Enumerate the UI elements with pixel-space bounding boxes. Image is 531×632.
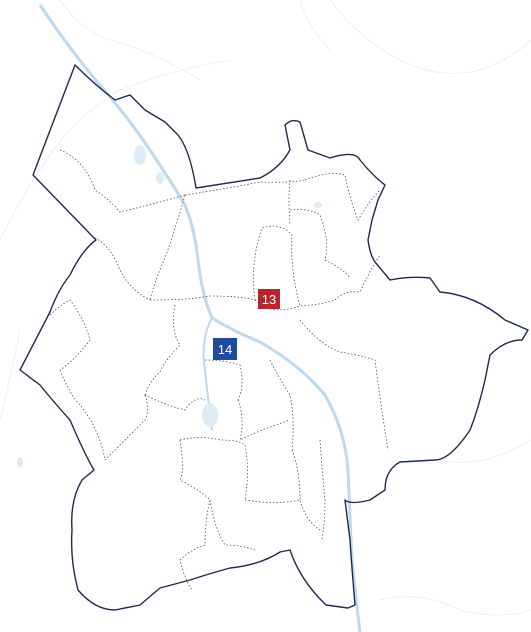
lake	[202, 403, 218, 427]
district-line	[304, 172, 381, 221]
district-line	[179, 544, 206, 591]
district-line	[144, 304, 181, 396]
district-line	[149, 295, 256, 301]
district-line	[334, 254, 381, 301]
district-line	[94, 237, 151, 301]
marker-13-badge	[258, 289, 280, 309]
background-road	[299, 0, 331, 51]
district-line	[299, 319, 389, 451]
district-line	[49, 299, 91, 371]
marker-14-badge	[213, 338, 237, 360]
district-line	[289, 209, 351, 279]
marker-13-label: 13	[262, 292, 276, 307]
background-features	[0, 0, 531, 616]
background-road	[59, 0, 201, 81]
background-road	[379, 596, 531, 616]
marker-13[interactable]: 13	[258, 289, 280, 309]
district-line	[204, 359, 243, 401]
background-road	[329, 0, 531, 74]
lake	[314, 202, 322, 208]
lakes	[17, 145, 322, 467]
district-line	[179, 437, 248, 501]
district-line	[244, 499, 321, 531]
district-line	[319, 439, 326, 541]
district-line	[237, 399, 291, 441]
background-road	[0, 329, 21, 421]
river-layer	[38, 4, 362, 632]
district-line	[291, 449, 301, 501]
district-line	[149, 194, 186, 301]
district-line	[254, 299, 336, 311]
lake	[134, 145, 146, 165]
district-line	[179, 439, 211, 546]
district-boundaries	[49, 149, 389, 591]
district-line	[288, 179, 291, 226]
district-line	[144, 394, 206, 411]
marker-14[interactable]: 14	[213, 338, 237, 360]
district-line	[253, 225, 301, 307]
district-line	[104, 394, 148, 461]
district-line	[59, 149, 186, 213]
marker-14-label: 14	[218, 342, 232, 357]
background-road	[0, 59, 231, 241]
lake	[17, 457, 23, 467]
river	[38, 4, 362, 632]
city-boundary	[19, 64, 529, 611]
lake	[156, 172, 164, 184]
district-line	[209, 499, 256, 551]
district-line	[59, 369, 106, 461]
background-road	[439, 439, 531, 463]
district-line	[269, 359, 294, 451]
